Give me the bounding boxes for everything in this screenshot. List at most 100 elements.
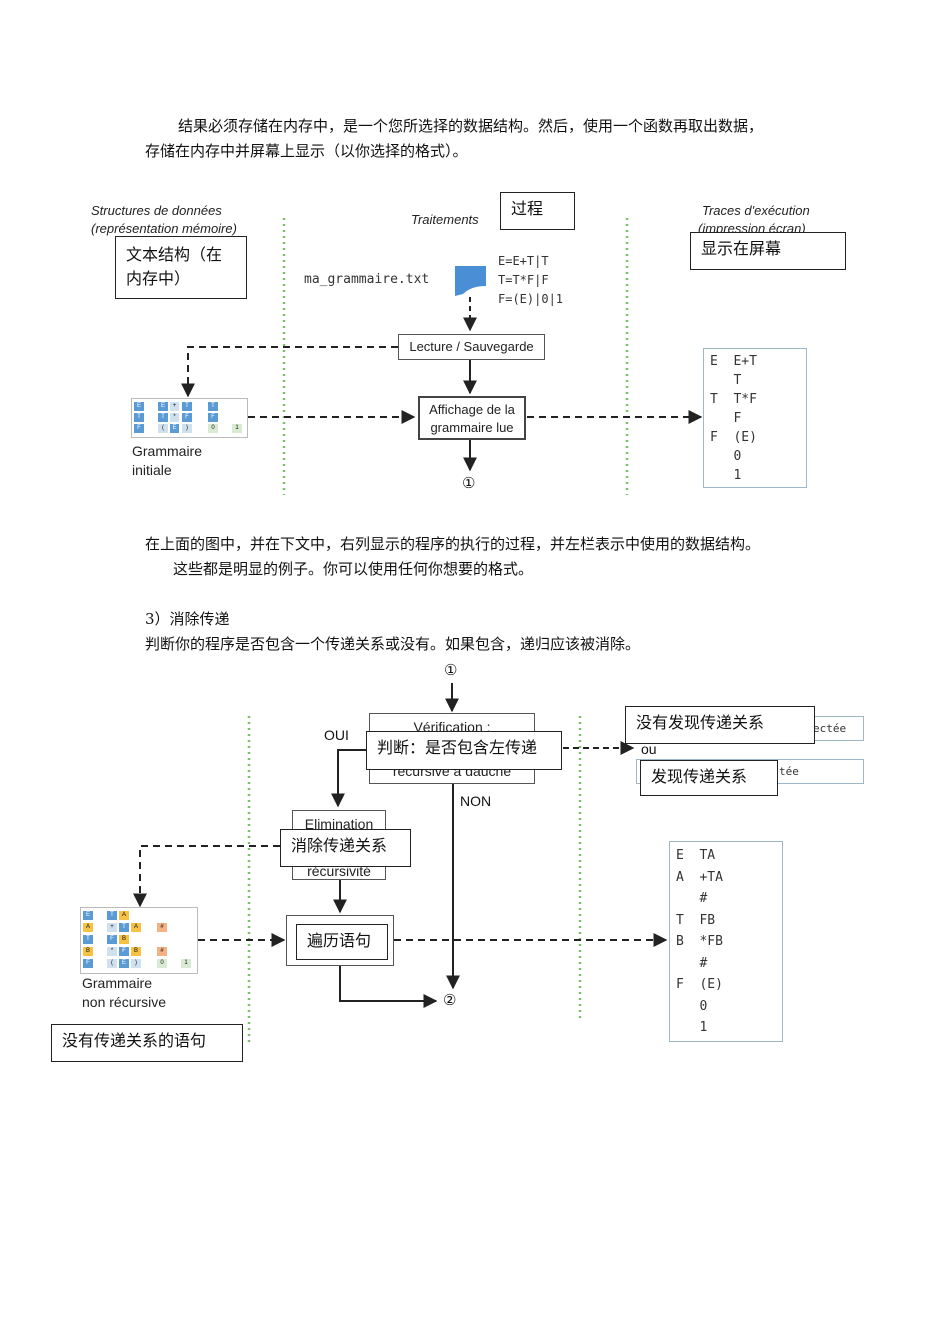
grid2-cell: ) bbox=[131, 959, 141, 968]
grid2-cell: F bbox=[107, 935, 117, 944]
grid1-cell: T bbox=[182, 402, 192, 411]
trace-line: E TA bbox=[676, 848, 716, 863]
display-grammar-box: Affichage de la grammaire lue bbox=[418, 396, 526, 440]
grid1-cell: E bbox=[134, 402, 144, 411]
col-left-header-1: Structures de données bbox=[91, 203, 222, 218]
grid1-cell: 1 bbox=[232, 424, 242, 433]
grammar-grid-initial: E E + T T T T * F F F ( E ) 0 1 bbox=[131, 398, 248, 438]
trace-line: 0 bbox=[676, 998, 708, 1014]
grid2-cell: A bbox=[83, 923, 93, 932]
grid1-cell: F bbox=[208, 413, 218, 422]
grid1-cell: T bbox=[158, 413, 168, 422]
read-save-box: Lecture / Sauvegarde bbox=[398, 334, 545, 360]
col-left-header-2: (représentation mémoire) bbox=[91, 221, 237, 236]
grid2-cell: # bbox=[157, 923, 167, 932]
grid2-cell: A bbox=[131, 923, 141, 932]
display-grammar-line-1: Affichage de la bbox=[429, 402, 515, 417]
trace-line: F (E) bbox=[710, 430, 757, 445]
marker-1-diagram1: ① bbox=[462, 474, 476, 492]
grid2-cell: 0 bbox=[157, 959, 167, 968]
intro-line-1: 结果必须存储在内存中，是一个您所选择的数据结构。然后，使用一个函数再取出数据， bbox=[178, 117, 764, 135]
grid1-cell: + bbox=[170, 402, 179, 411]
elimination-partial-top: Elimination bbox=[304, 816, 374, 832]
marker-1-diagram2: ① bbox=[444, 661, 458, 679]
section3-text: 判断你的程序是否包含一个传递关系或没有。如果包含，递归应该被消除。 bbox=[145, 635, 641, 653]
col-mid-header: Traitements bbox=[411, 212, 479, 227]
label-oui: OUI bbox=[324, 727, 349, 743]
note-display-screen: 显示在屏幕 bbox=[690, 232, 846, 270]
note-text-structure: 文本结构（在 内存中） bbox=[115, 236, 247, 299]
grid1-cell: E bbox=[158, 402, 168, 411]
grammar-caption-non-recursive-line-1: Grammaire bbox=[82, 975, 153, 991]
grammar-caption-non-recursive: Grammaire non récursive bbox=[82, 974, 166, 1012]
trace-line: # bbox=[676, 891, 708, 906]
trace-line: B *FB bbox=[676, 934, 723, 949]
grid2-cell: F bbox=[83, 959, 93, 968]
elimination-partial-bottom: récursivité bbox=[307, 866, 371, 876]
grid2-cell: F bbox=[119, 947, 129, 956]
trace-line: 1 bbox=[710, 468, 742, 483]
file-name: ma_grammaire.txt bbox=[304, 272, 430, 287]
grid2-cell: * bbox=[107, 947, 117, 956]
trace-line: F (E) bbox=[676, 977, 723, 992]
grid1-cell: ) bbox=[182, 424, 192, 433]
trace-line: E E+T bbox=[710, 354, 757, 369]
section3-heading: 3）消除传递 bbox=[145, 610, 230, 628]
grid2-cell: E bbox=[119, 959, 129, 968]
trace-panel-initial: E E+T T T T*F F F (E) 0 1 bbox=[703, 348, 807, 488]
grid2-cell: T bbox=[107, 911, 117, 920]
grid1-cell: T bbox=[208, 402, 218, 411]
grid2-cell: B bbox=[83, 947, 93, 956]
grid1-cell: 0 bbox=[208, 424, 218, 433]
note-relation-found: 发现传递关系 bbox=[640, 760, 778, 796]
grid2-cell: # bbox=[157, 947, 167, 956]
grid2-cell: B bbox=[119, 935, 129, 944]
file-content-line-2: T=T*F|F bbox=[498, 273, 549, 287]
grid1-cell: T bbox=[134, 413, 144, 422]
label-non: NON bbox=[460, 793, 492, 809]
grid2-cell: B bbox=[131, 947, 141, 956]
middle-line-1: 在上面的图中，并在下文中，右列显示的程序的执行的过程，并左栏表示中使用的数据结构… bbox=[145, 535, 761, 553]
display-grammar-line-2: grammaire lue bbox=[430, 420, 514, 435]
marker-2-diagram2: ② bbox=[443, 991, 457, 1009]
grammar-caption-initial: Grammaire initiale bbox=[132, 442, 202, 480]
outcome-partial-detectee: ectée bbox=[813, 722, 847, 735]
grid2-cell: A bbox=[119, 911, 129, 920]
grid2-cell: ( bbox=[107, 959, 117, 968]
file-icon bbox=[455, 266, 486, 296]
grid2-cell: 1 bbox=[181, 959, 191, 968]
grid2-cell: T bbox=[119, 923, 129, 932]
grammar-caption-non-recursive-line-2: non récursive bbox=[82, 994, 167, 1010]
trace-line: F bbox=[710, 411, 742, 426]
note-process: 过程 bbox=[500, 192, 575, 230]
col-right-header-2: (impression écran) bbox=[698, 221, 806, 234]
trace-line: T bbox=[710, 373, 742, 388]
note-no-relation-found: 没有发现传递关系 bbox=[625, 706, 815, 744]
note-no-relation-statements: 没有传递关系的语句 bbox=[51, 1024, 243, 1062]
label-ou: ou bbox=[641, 741, 657, 757]
grammar-caption-initial-line-2: initiale bbox=[132, 462, 172, 478]
middle-line-2: 这些都是明显的例子。你可以使用任何你想要的格式。 bbox=[173, 560, 534, 578]
file-content-line-1: E=E+T|T bbox=[498, 254, 549, 268]
grammar-grid-non-recursive: E T A A + T A # T F B B * F B # F ( E ) … bbox=[80, 907, 198, 974]
trace-line: # bbox=[676, 955, 708, 971]
grid1-cell: ( bbox=[158, 424, 168, 433]
intro-line-2: 存储在内存中并屏幕上显示（以你选择的格式）。 bbox=[145, 142, 468, 160]
verification-partial-bottom: récursive à gauche bbox=[392, 766, 512, 776]
note-judge-left-recursion: 判断：是否包含左传递 bbox=[366, 731, 562, 770]
grid2-cell: E bbox=[83, 911, 93, 920]
grammar-caption-initial-line-1: Grammaire bbox=[132, 443, 203, 459]
note-eliminate-relation: 消除传递关系 bbox=[280, 829, 411, 867]
file-content-line-3: F=(E)|0|1 bbox=[498, 292, 564, 306]
grid2-cell: + bbox=[107, 923, 117, 932]
trace-line: A +TA bbox=[676, 869, 723, 885]
grid1-cell: F bbox=[182, 413, 192, 422]
trace-line: 0 bbox=[710, 449, 742, 464]
trace-line: T FB bbox=[676, 912, 716, 928]
grid2-cell: T bbox=[83, 935, 93, 944]
col-right-header-1: Traces d'exécution bbox=[702, 203, 810, 218]
grid1-cell: * bbox=[170, 413, 179, 422]
grid1-cell: F bbox=[134, 424, 144, 433]
trace-line: 1 bbox=[676, 1020, 708, 1035]
